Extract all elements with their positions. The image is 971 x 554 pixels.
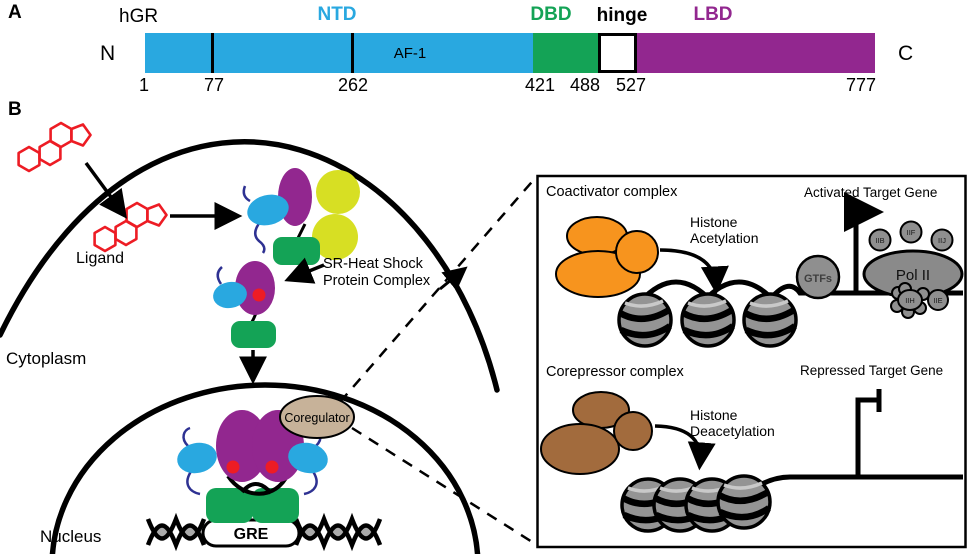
zoom-dashed-lines [339, 175, 538, 547]
tfiih-label: IIH [905, 296, 915, 305]
ntd-squiggle [303, 469, 318, 496]
gtfs-circle [795, 254, 841, 300]
repressed-chromatin [622, 476, 963, 531]
ntd-oval [288, 442, 328, 474]
coactivator-title: Coactivator complex [546, 184, 678, 200]
hinge-linker [296, 223, 307, 239]
residue-number: 421 [524, 75, 556, 95]
tfiif-label: IIF [907, 228, 916, 237]
lbd-oval [235, 261, 275, 315]
active-chromatin [619, 279, 963, 346]
tfiib-circle [868, 228, 892, 252]
hsp-protein [312, 214, 358, 260]
domain-bar: AF-1 [145, 33, 875, 73]
residue-number: 488 [569, 75, 601, 95]
ntd-oval [247, 194, 289, 226]
hsp-release-arrow [284, 257, 325, 284]
steroid-ligand-icon [17, 121, 92, 173]
ntd-squiggle [186, 469, 201, 496]
corepressor-title: Corepressor complex [546, 364, 684, 380]
hsp-label-arrow [439, 266, 468, 291]
panel-b-label: B [8, 99, 22, 120]
repression-symbol [855, 389, 882, 477]
nucleosome [744, 294, 796, 346]
tfiib-label: IIB [875, 236, 884, 245]
sr-hsp-complex-label: SR-Heat Shock Protein Complex [323, 256, 431, 289]
residue-number: 1 [138, 75, 150, 95]
lbd-domain-label: LBD [693, 4, 733, 25]
ntd-squiggle [254, 221, 266, 254]
corepressor-complex [540, 391, 653, 475]
protein-name: hGR [119, 6, 159, 27]
dbd-domain-label: DBD [530, 4, 572, 25]
dbd-box [252, 488, 299, 523]
tfiif-circle [899, 220, 923, 244]
gtfs-label: GTFs [804, 273, 832, 285]
residue-77-tick [211, 33, 214, 73]
dbd-segment [533, 33, 598, 73]
activated-target-gene-label: Activated Target Gene [804, 185, 938, 200]
hsp-protein [316, 170, 360, 214]
ntd-oval [213, 281, 247, 309]
histone-deacetylation-label: Histone Deacetylation [690, 407, 775, 440]
panel-a-label: A [8, 2, 22, 23]
nucleus-label: Nucleus [40, 527, 102, 546]
tfiih-blob [897, 289, 923, 311]
gr-dimer-complex [177, 410, 328, 523]
ntd-oval [177, 442, 217, 474]
residue-number: 777 [845, 75, 877, 95]
histone-acetylation-label: Histone Acetylation [690, 214, 759, 247]
dbd-box [273, 237, 320, 265]
af1-label: AF-1 [393, 45, 427, 62]
repressed-target-gene-label: Repressed Target Gene [800, 363, 944, 378]
bound-ligand-dot [265, 460, 279, 474]
nucleosome [718, 476, 770, 528]
dbd-box [206, 488, 253, 523]
lbd-segment [637, 33, 875, 73]
hinge-domain-label: hinge [596, 5, 648, 26]
residue-262-tick [351, 33, 354, 73]
c-terminus-label: C [898, 42, 914, 65]
pol2-label: Pol II [896, 267, 930, 284]
activated-gr-complex [213, 261, 276, 348]
gre-label: GRE [234, 526, 269, 543]
hinge-segment [598, 33, 637, 73]
pol2-assembly: Pol II IIB IIF IIJ IIH IIE [862, 220, 964, 319]
bound-ligand-dot [226, 460, 240, 474]
bound-ligand-dot [252, 288, 266, 302]
coactivator-complex [555, 216, 659, 298]
ntd-squiggle [242, 185, 251, 203]
nuclear-membrane [49, 382, 481, 554]
deacetylation-arrow [654, 424, 716, 471]
residue-number: 527 [615, 75, 647, 95]
coregulator-oval [279, 395, 355, 439]
dna-double-helix: GRE [145, 512, 383, 552]
tfiij-label: IIJ [938, 236, 946, 245]
ligand-entry-arrow [84, 161, 127, 219]
ntd-squiggle [182, 426, 191, 447]
residue-number: 77 [203, 75, 225, 95]
ligand-label: Ligand [76, 250, 125, 267]
gre-element [201, 518, 301, 548]
dbd-box [231, 321, 276, 348]
acetylation-arrow [659, 248, 729, 295]
steroid-ligand-icon [93, 201, 168, 253]
cytoplasm-label: Cytoplasm [6, 349, 87, 368]
transcription-start-arrow [844, 192, 884, 293]
residue-number: 262 [337, 75, 369, 95]
n-terminus-label: N [100, 42, 116, 65]
tfiie-label: IIE [933, 296, 942, 305]
tfiie-circle [927, 289, 949, 311]
gr-hsp-complex [242, 168, 360, 265]
coregulator-label: Coregulator [284, 411, 350, 425]
ntd-squiggle [216, 266, 223, 285]
dimer-linker [240, 482, 273, 495]
nucleosome [619, 294, 671, 346]
ntd-segment [145, 33, 533, 73]
ntd-domain-label: NTD [317, 4, 357, 25]
nucleosome [682, 294, 734, 346]
tfiij-circle [930, 228, 954, 252]
